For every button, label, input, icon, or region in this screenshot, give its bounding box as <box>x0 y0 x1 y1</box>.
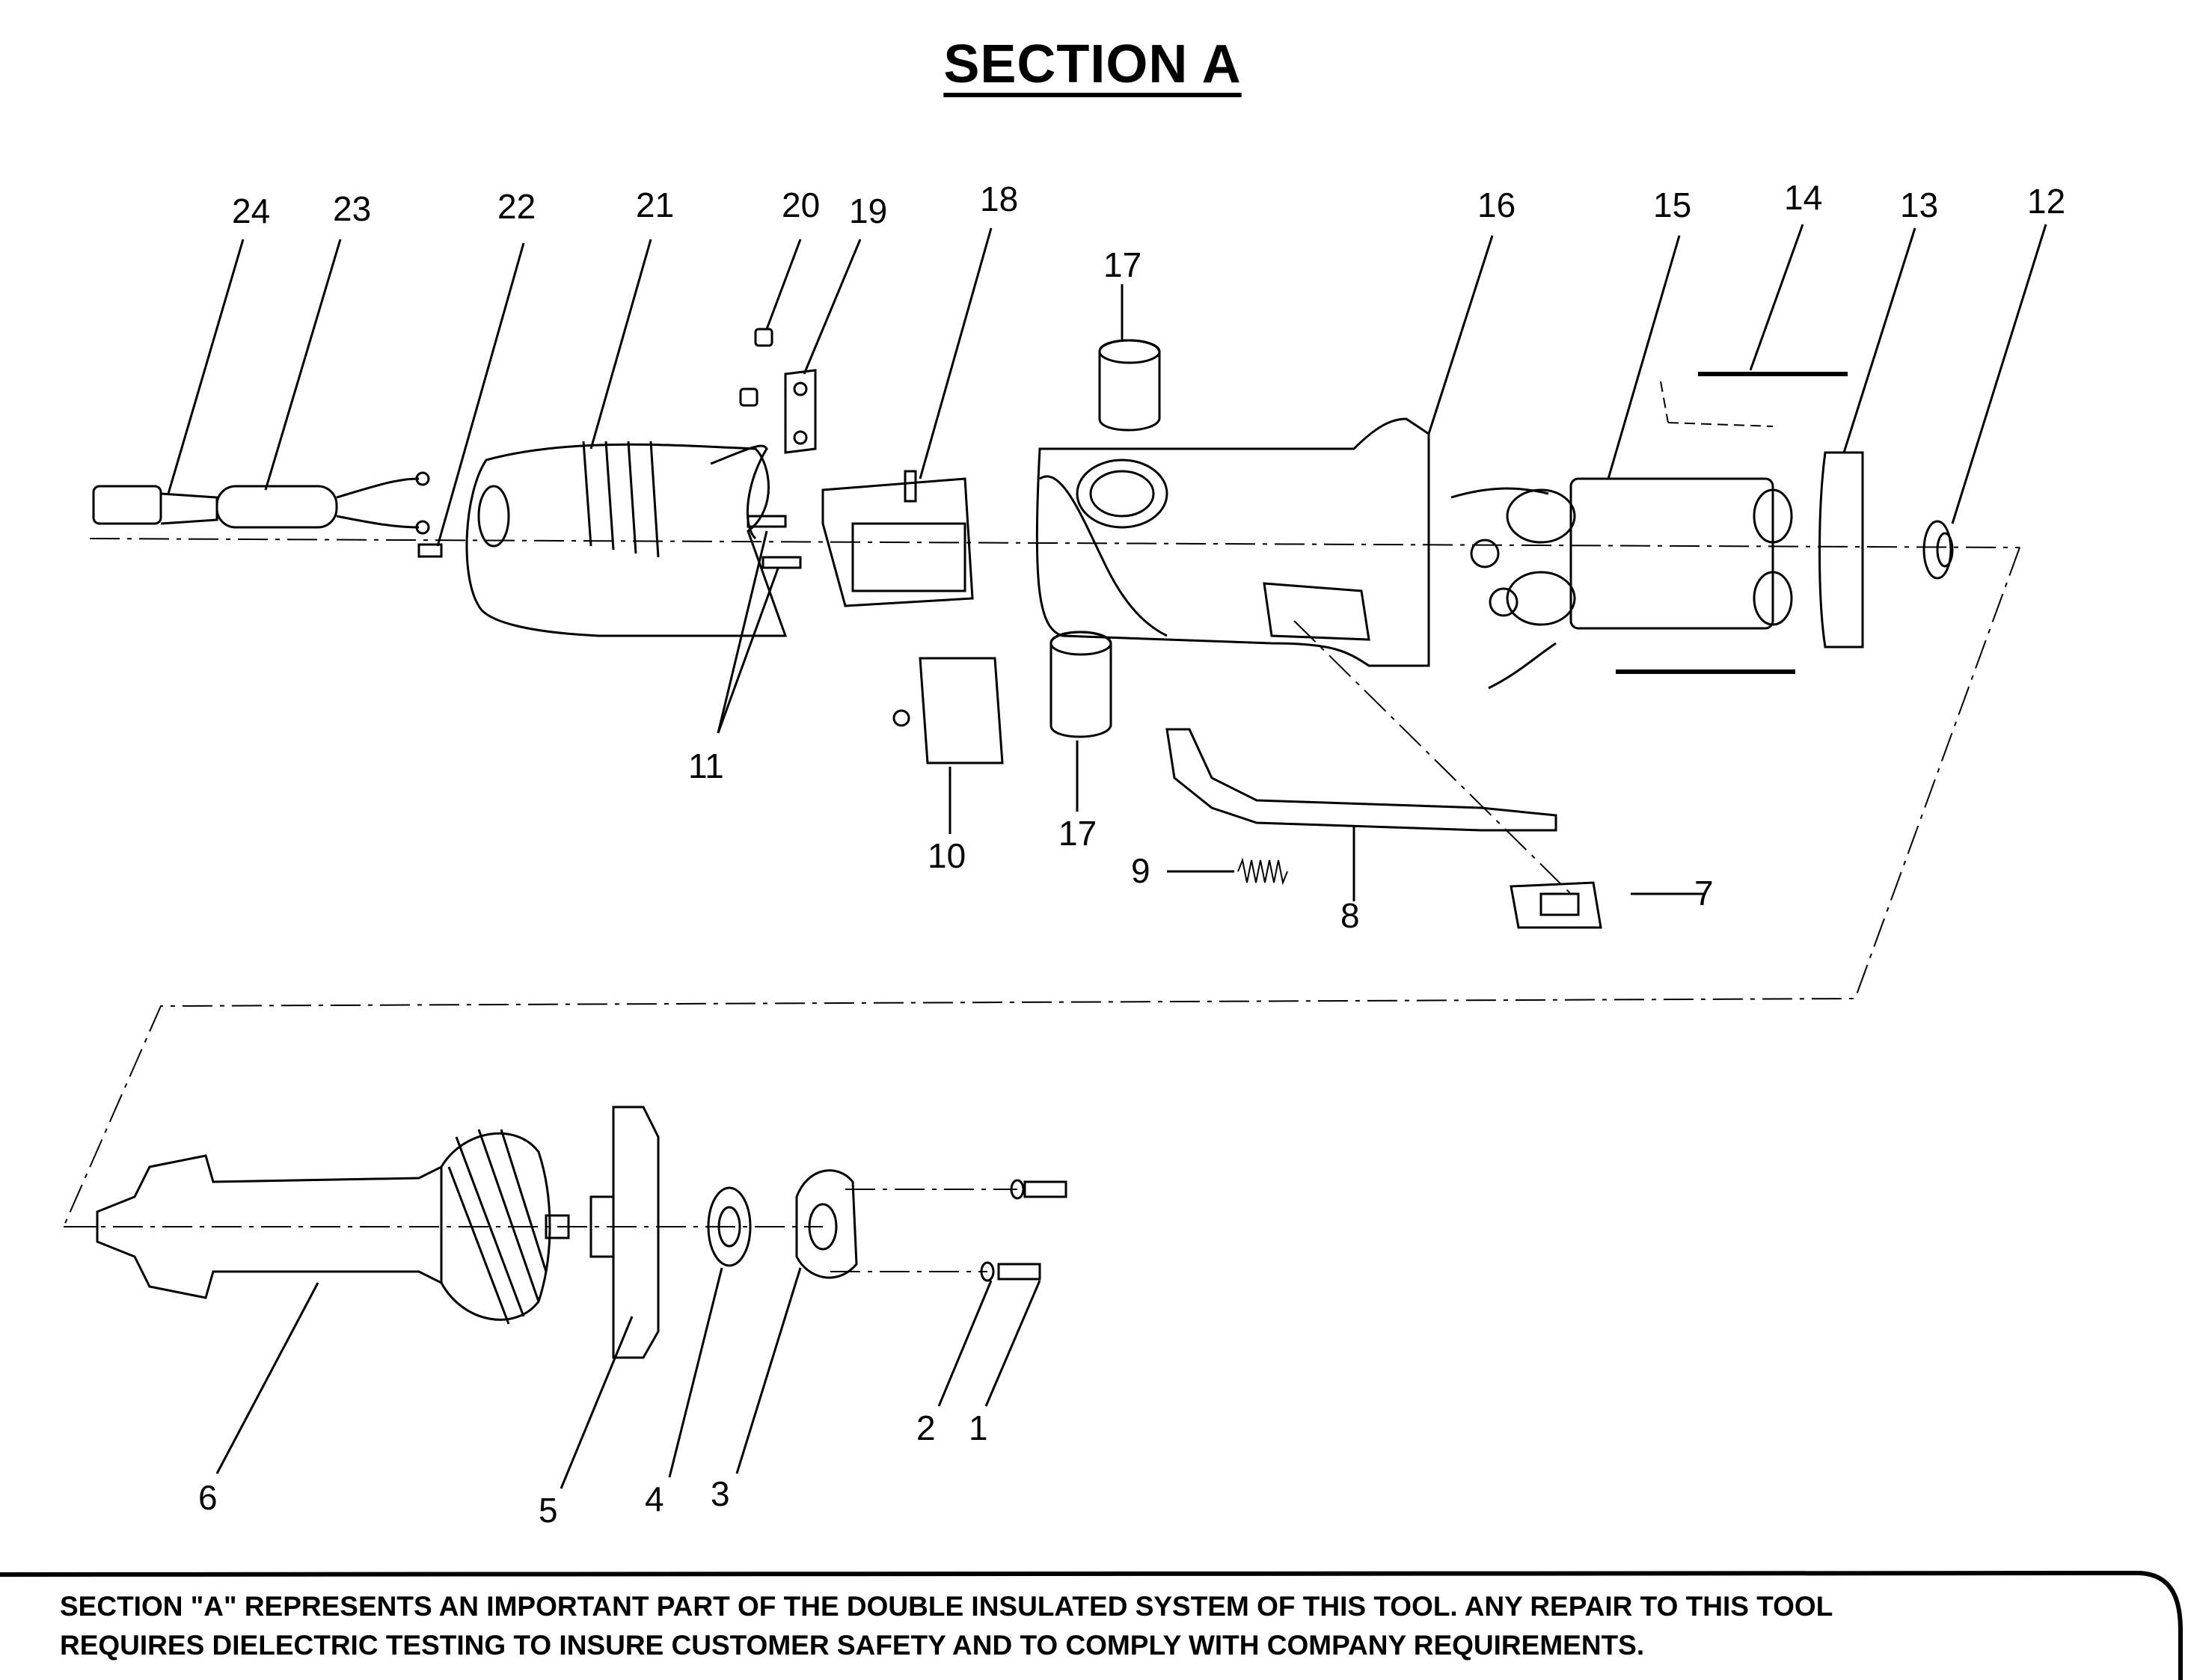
handle-housing <box>465 441 788 637</box>
cord-clamp <box>739 328 817 454</box>
callout-10: 10 <box>928 836 966 875</box>
switch-guide-line <box>1293 620 1572 895</box>
callout-5: 5 <box>539 1491 558 1530</box>
spring <box>1237 857 1288 886</box>
brush-holder-bottom <box>1049 631 1112 738</box>
callout-21: 21 <box>636 186 674 224</box>
callout-4: 4 <box>645 1480 664 1518</box>
notice-line-2: REQUIRES DIELECTRIC TESTING TO INSURE CU… <box>60 1630 1645 1661</box>
motor-housing <box>1035 417 1430 667</box>
notice-frame <box>0 1570 2183 1680</box>
bearing-12 <box>1922 520 1954 580</box>
stator-dash-link-2 <box>1667 422 1774 427</box>
callout-8: 8 <box>1340 896 1360 935</box>
notice-line-1: SECTION "A" REPRESENTS AN IMPORTANT PART… <box>60 1591 1833 1622</box>
callout-9: 9 <box>1131 851 1150 890</box>
brush-cap <box>892 657 1004 764</box>
callout-labels: 1 2 3 4 5 6 7 8 9 10 11 12 13 14 15 16 1… <box>198 178 2065 1530</box>
stator-screws <box>1616 372 1848 674</box>
callout-13: 13 <box>1900 186 1938 224</box>
leader-lines <box>167 224 2047 1489</box>
switch <box>821 470 974 607</box>
armature <box>96 1129 570 1325</box>
callout-20: 20 <box>782 186 820 224</box>
safety-notice: SECTION "A" REPRESENTS AN IMPORTANT PART… <box>60 1587 2139 1665</box>
callout-22: 22 <box>497 187 536 226</box>
field-stator <box>1450 477 1793 690</box>
callout-24: 24 <box>232 191 270 230</box>
callout-23: 23 <box>333 189 371 228</box>
callout-2: 2 <box>916 1408 936 1447</box>
callout-19: 19 <box>849 191 887 230</box>
callout-1: 1 <box>969 1408 988 1447</box>
page-title: SECTION A <box>0 34 2185 95</box>
page-title-text: SECTION A <box>943 34 1242 94</box>
stator-dash-link <box>1660 381 1669 423</box>
callout-14: 14 <box>1784 178 1822 217</box>
screw-washer-upper <box>1010 1179 1067 1200</box>
power-cord-plug <box>92 471 430 535</box>
callout-16: 16 <box>1477 186 1516 224</box>
callout-17-bottom: 17 <box>1058 814 1097 853</box>
callout-7: 7 <box>1694 874 1714 913</box>
screw-22 <box>417 543 443 558</box>
switch-lever <box>1510 881 1602 929</box>
callout-18: 18 <box>980 180 1018 218</box>
center-axis-upper <box>89 538 2020 548</box>
bearing-4 <box>707 1186 752 1267</box>
switch-rod <box>1165 728 1557 832</box>
assembly-path-line <box>62 547 2020 1227</box>
screws-11 <box>747 515 802 569</box>
callout-17-top: 17 <box>1103 245 1141 284</box>
callout-12: 12 <box>2027 182 2065 221</box>
callout-11: 11 <box>688 747 724 785</box>
callout-6: 6 <box>198 1478 218 1517</box>
brush-holder-top <box>1098 339 1161 432</box>
callout-3: 3 <box>711 1474 730 1513</box>
callout-15: 15 <box>1653 186 1691 224</box>
bearing-plate <box>589 1106 660 1359</box>
bearing-retainer <box>795 1169 858 1279</box>
baffle <box>1818 451 1864 649</box>
screw-washer-lower <box>980 1261 1041 1282</box>
